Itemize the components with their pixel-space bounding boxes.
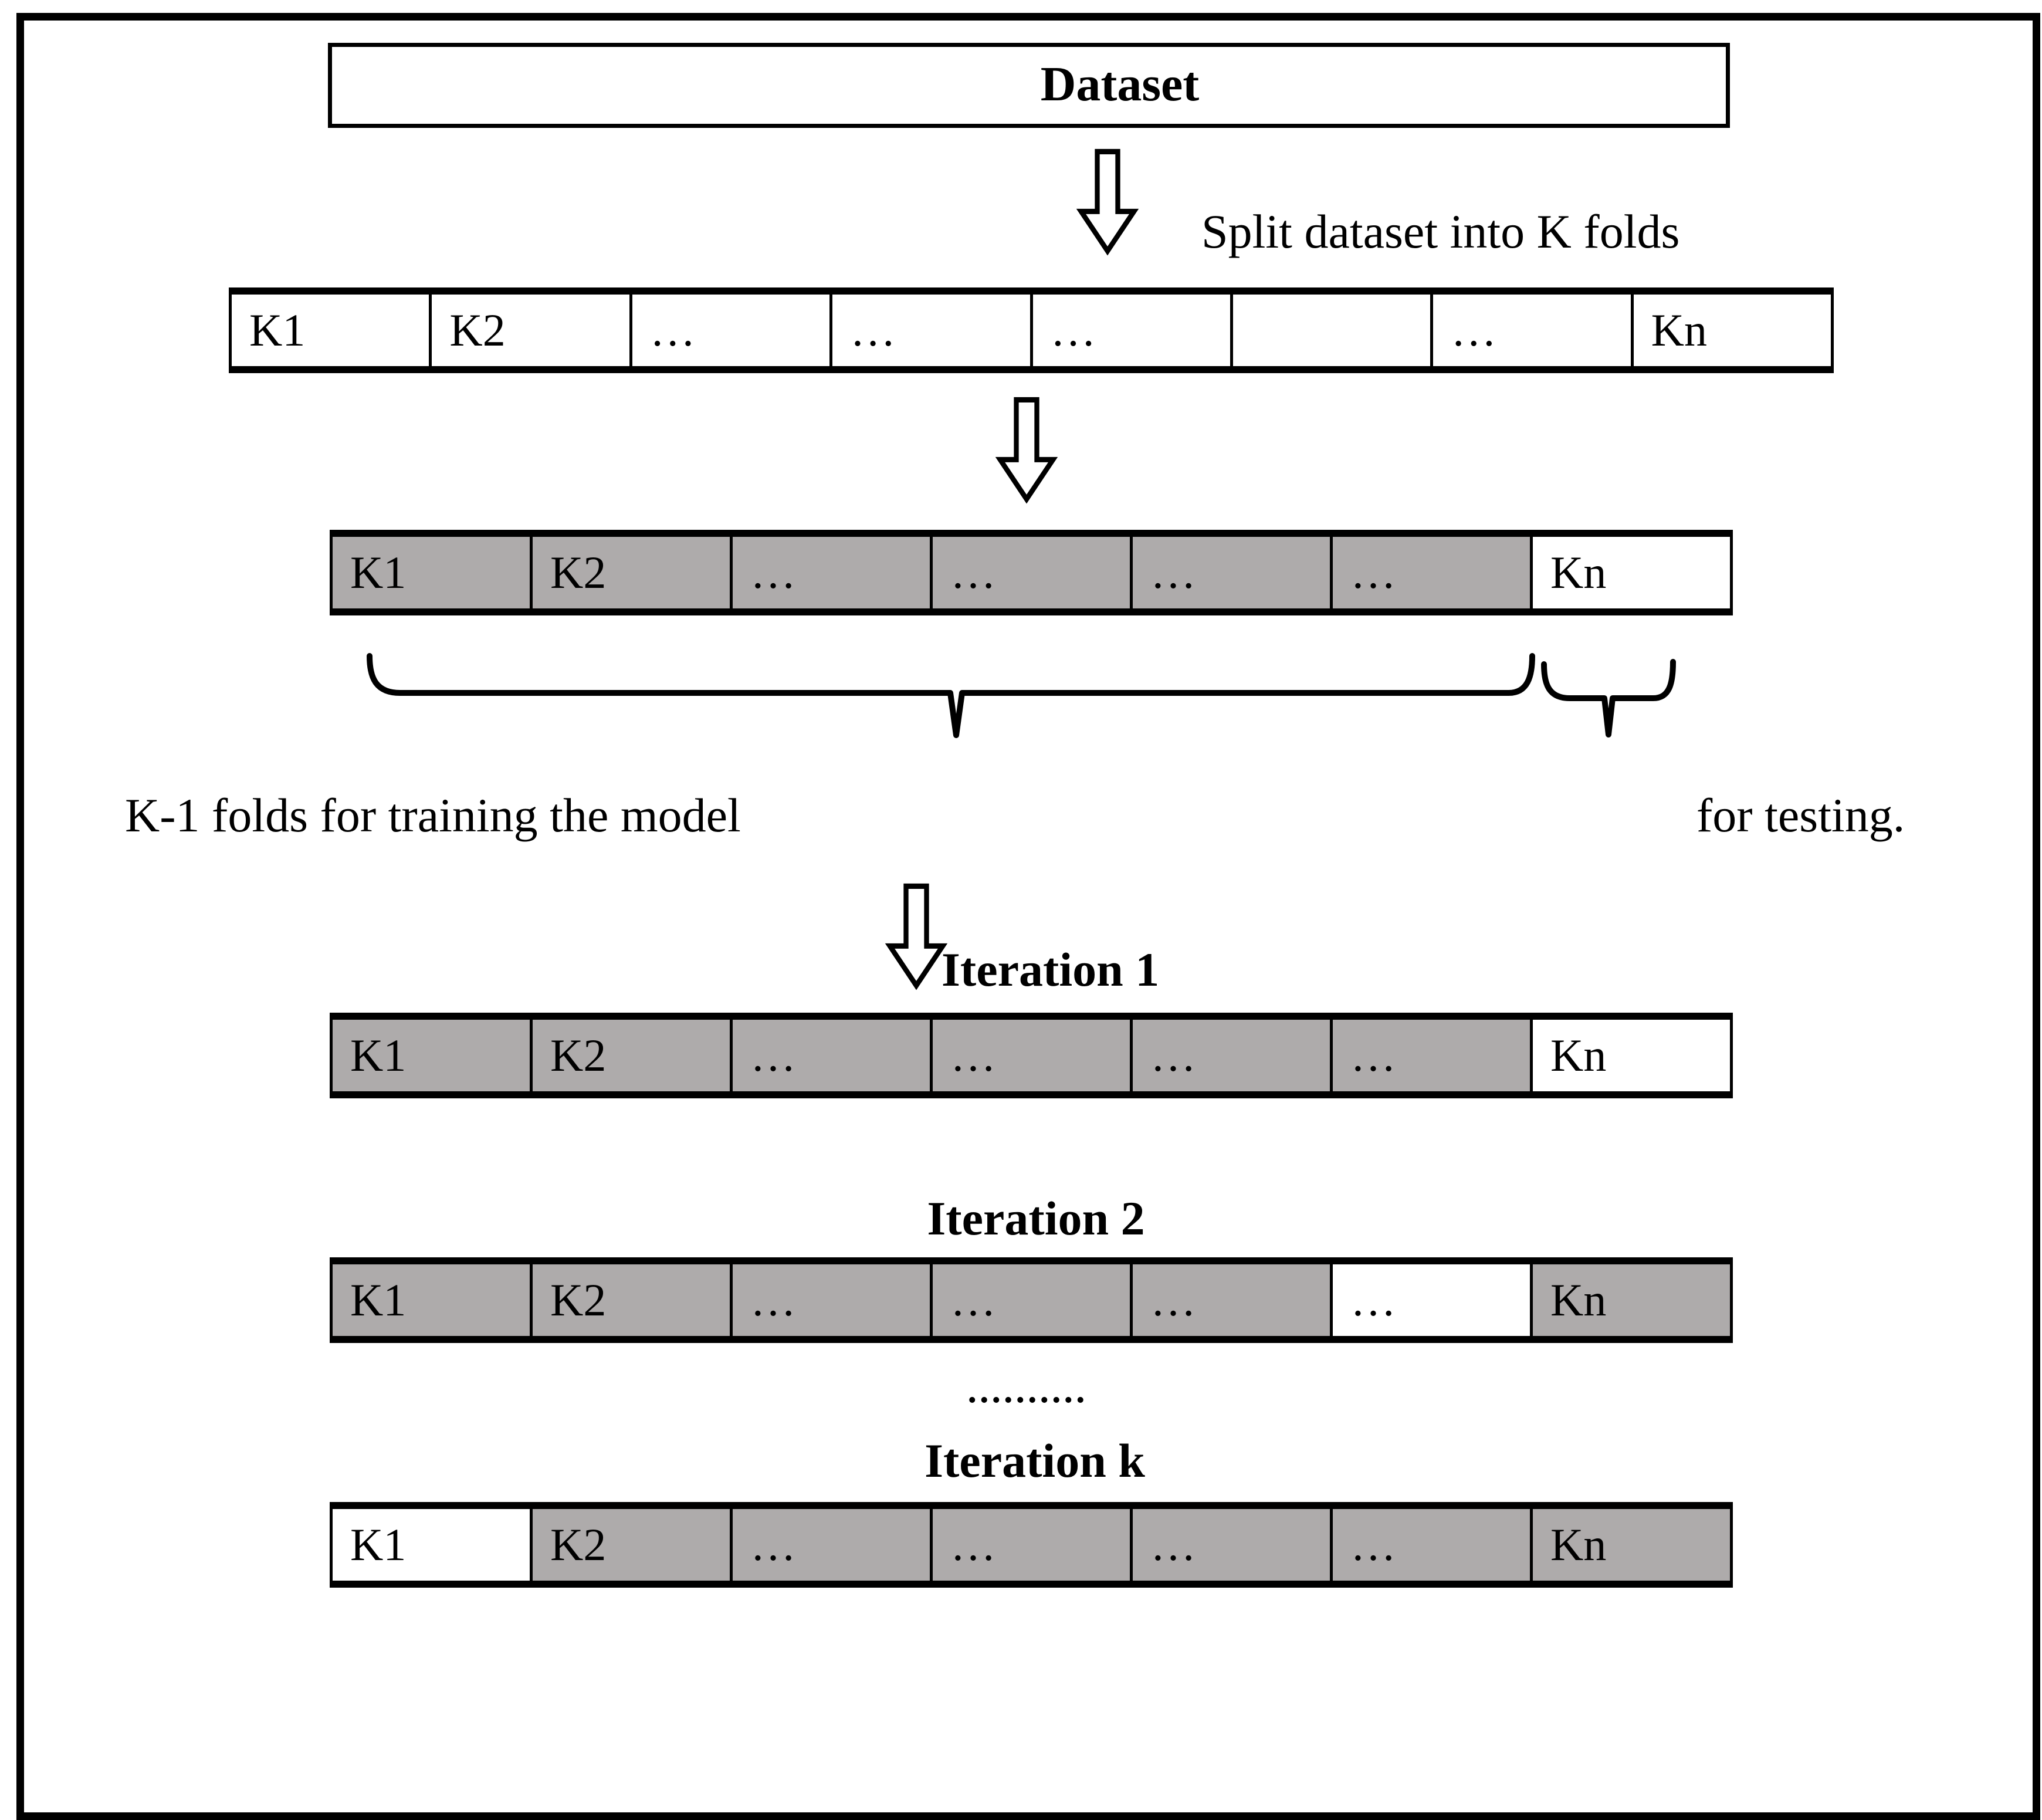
fold-cell-label: Kn <box>1550 1274 1607 1325</box>
fold-row-kfolds: K1 K2 … … … … Kn <box>229 287 1834 373</box>
fold-cell-label: … <box>750 547 796 598</box>
fold-cell-label: K2 <box>550 547 607 598</box>
fold-cell-label: … <box>1050 305 1096 356</box>
fold-cell-label: … <box>950 1274 996 1325</box>
fold-cell: … <box>1430 295 1631 366</box>
fold-cell: K1 <box>333 1509 530 1581</box>
fold-cell-label: K2 <box>550 1030 607 1081</box>
fold-cell-label: … <box>750 1519 796 1570</box>
fold-cell: K1 <box>232 295 429 366</box>
dataset-box: Dataset <box>328 43 1730 128</box>
fold-row-iteration2: K1 K2 … … … … Kn <box>330 1257 1733 1343</box>
fold-cell: … <box>1330 1264 1530 1336</box>
fold-cell: … <box>1330 537 1530 608</box>
fold-cell-label: … <box>1150 1519 1196 1570</box>
iteration2-title: Iteration 2 <box>927 1192 1145 1245</box>
fold-cell: … <box>1130 1020 1330 1091</box>
fold-cell-label: … <box>1350 1030 1396 1081</box>
fold-cell-label: K1 <box>350 1274 407 1325</box>
fold-cell-label: … <box>750 1030 796 1081</box>
fold-cell: … <box>730 1020 930 1091</box>
fold-cell: … <box>730 537 930 608</box>
fold-cell-label: … <box>950 1519 996 1570</box>
fold-cell-label: … <box>950 547 996 598</box>
down-arrow-icon <box>885 883 948 990</box>
fold-cell: … <box>930 1264 1130 1336</box>
fold-row-iteration1: K1 K2 … … … … Kn <box>330 1013 1733 1098</box>
fold-cell-label: Kn <box>1550 547 1607 598</box>
fold-cell: Kn <box>1530 1264 1730 1336</box>
fold-cell-label: K1 <box>249 305 306 356</box>
split-label: Split dataset into K folds <box>1201 205 1680 258</box>
fold-cell-label: … <box>1350 547 1396 598</box>
fold-row-iterationk: K1 K2 … … … … Kn <box>330 1502 1733 1588</box>
fold-cell: K2 <box>429 295 629 366</box>
fold-cell: … <box>1130 1264 1330 1336</box>
fold-cell-label: … <box>1451 305 1497 356</box>
fold-cell-label: … <box>1350 1274 1396 1325</box>
down-arrow-icon <box>995 397 1058 504</box>
fold-cell: Kn <box>1630 295 1831 366</box>
fold-cell-label: K1 <box>350 1519 407 1570</box>
fold-cell: … <box>730 1509 930 1581</box>
training-brace <box>367 653 1535 738</box>
fold-cell-label: … <box>750 1274 796 1325</box>
fold-cell: K2 <box>530 1509 730 1581</box>
fold-cell: … <box>930 537 1130 608</box>
fold-cell: K1 <box>333 1020 530 1091</box>
fold-cell-label: K2 <box>449 305 506 356</box>
fold-cell-label: … <box>1150 1274 1196 1325</box>
testing-caption: for testing. <box>1696 789 1905 842</box>
fold-cell-label: … <box>649 305 696 356</box>
underbrace-training-and-testing <box>367 653 1676 738</box>
fold-cell-label: Kn <box>1550 1030 1607 1081</box>
iterationk-title: Iteration k <box>925 1434 1145 1487</box>
fold-cell <box>1230 295 1431 366</box>
fold-cell-label: K2 <box>550 1519 607 1570</box>
training-caption: K-1 folds for training the model <box>125 789 741 842</box>
fold-cell: K1 <box>333 537 530 608</box>
fold-cell-label: K1 <box>350 1030 407 1081</box>
fold-cell: … <box>1330 1020 1530 1091</box>
testing-brace <box>1541 659 1676 738</box>
fold-cell-label: … <box>950 1030 996 1081</box>
fold-cell-label: Kn <box>1550 1519 1607 1570</box>
fold-cell: Kn <box>1530 1509 1730 1581</box>
down-arrow-icon <box>1076 148 1139 256</box>
fold-cell-label: … <box>1150 1030 1196 1081</box>
iterations-ellipsis: .......... <box>967 1371 1088 1410</box>
fold-cell: K2 <box>530 1020 730 1091</box>
fold-cell: … <box>829 295 1030 366</box>
fold-cell: … <box>930 1020 1130 1091</box>
fold-cell: … <box>930 1509 1130 1581</box>
fold-cell: Kn <box>1530 1020 1730 1091</box>
fold-cell: … <box>1330 1509 1530 1581</box>
iteration1-title: Iteration 1 <box>942 943 1160 996</box>
fold-cell: … <box>1030 295 1230 366</box>
fold-cell-label: K2 <box>550 1274 607 1325</box>
fold-cell: K2 <box>530 537 730 608</box>
fold-cell-label: … <box>1150 547 1196 598</box>
fold-cell: … <box>1130 537 1330 608</box>
fold-cell-label: … <box>1350 1519 1396 1570</box>
fold-cell: … <box>629 295 830 366</box>
fold-cell: K2 <box>530 1264 730 1336</box>
dataset-label: Dataset <box>1040 57 1200 111</box>
fold-cell: Kn <box>1530 537 1730 608</box>
fold-row-split: K1 K2 … … … … Kn <box>330 530 1733 615</box>
fold-cell-label: K1 <box>350 547 407 598</box>
fold-cell-label: Kn <box>1651 305 1707 356</box>
fold-cell-label: … <box>850 305 896 356</box>
fold-cell: … <box>1130 1509 1330 1581</box>
fold-cell: … <box>730 1264 930 1336</box>
fold-cell: K1 <box>333 1264 530 1336</box>
